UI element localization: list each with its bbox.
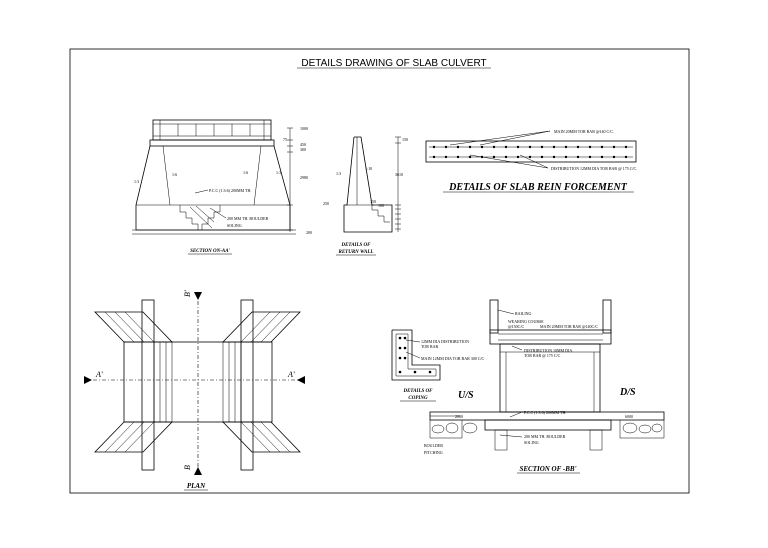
dim-300: 300 — [300, 147, 306, 152]
rw-dim-100: 100 — [378, 203, 384, 208]
wearing-label: WEARING COURSE — [508, 319, 544, 324]
slope-2: 1:6 — [172, 172, 177, 177]
coping-outline — [391, 329, 441, 381]
bb-dist-2: TOR BAR @ 175 C/C — [524, 353, 561, 358]
rw-slope-2: 1:10 — [365, 166, 372, 171]
section-bb: 2000 6000 RAILING WEARING COURSE @150C/C… — [424, 299, 665, 474]
dim-200: 200 — [306, 230, 312, 235]
plan-view: A' A' B' B PLAN — [84, 290, 305, 491]
distribution-bar-note: DISTRIBUTION 12MM DIA TOR BAR @ 175 C/C. — [551, 166, 637, 171]
dim-1000: 1000 — [300, 126, 308, 131]
coping-note-1b: TOR BAR — [421, 344, 438, 349]
sheet-border — [69, 48, 690, 494]
railing-label: RAILING — [515, 311, 532, 316]
bb-dim-right: 6000 — [625, 414, 633, 419]
us-label: U/S — [458, 390, 474, 401]
coping-note-1: 12MM DIA DISTRIBUTION — [421, 339, 469, 344]
slab-outline — [425, 140, 637, 163]
bb-dist-1: DISTRIBUTION 10MM DIA — [524, 348, 572, 353]
soling-note-1: 200 MM TH. BOULDER — [227, 216, 269, 221]
return-wall-caption-2: RETURN WALL — [339, 250, 374, 255]
slope-1: 1:3 — [134, 179, 139, 184]
bb-pitching-1: BOULDER — [424, 443, 443, 448]
plan-caption: PLAN — [187, 482, 206, 490]
bb-pitching-2: PITCHING — [424, 450, 443, 455]
rw-dim-150: 150 — [402, 137, 408, 142]
rw-dim-3610: 3610 — [395, 172, 403, 177]
slope-3: 1:6 — [243, 170, 248, 175]
rw-dim-150b: 150 — [370, 199, 376, 204]
drawing-title: DETAILS DRAWING OF SLAB CULVERT — [301, 58, 486, 69]
label-a-right: A' — [287, 370, 295, 379]
return-wall-caption-1: DETAILS OF — [340, 243, 371, 248]
return-wall-outline — [343, 136, 393, 233]
wearing-label-2: @150C/C — [508, 324, 524, 329]
rebar-dots — [432, 145, 628, 159]
boulder-pitching — [431, 422, 663, 434]
slab-reinforcement-heading: DETAILS OF SLAB REIN FORCEMENT — [448, 182, 628, 193]
dim-450: 450 — [300, 142, 306, 147]
bb-deck-slab — [489, 329, 612, 345]
coping-caption-1: DETAILS OF — [402, 389, 433, 394]
dim-2980: 2980 — [300, 175, 308, 180]
deck-slab — [152, 119, 272, 141]
dim-75: 75 — [283, 137, 287, 142]
rw-dim-250: 250 — [323, 201, 329, 206]
main-bar-note: MAIN 20MM TOR BAR @140 C/C. — [554, 129, 614, 134]
coping-detail: 12MM DIA DISTRIBUTION TOR BAR MAIN 12MM … — [391, 329, 485, 402]
section-aa: 1000 75 450 300 2980 200 1:3 1:6 1:6 1:3… — [132, 119, 312, 255]
rw-slope-1: 1:3 — [336, 171, 341, 176]
slab-reinforcement: MAIN 20MM TOR BAR @140 C/C. DISTRIBUTION… — [425, 129, 637, 193]
section-aa-caption: SECTION ON-AA' — [190, 249, 230, 254]
slope-4: 1:3 — [276, 170, 281, 175]
bb-soling-1: 200 MM TH. BOULDER — [524, 434, 566, 439]
bb-main-bar: MAIN 20MM TOR BAR @140C/C — [540, 324, 598, 329]
bb-pcc-note: P.C.C (1:3:6) 200MM TH. — [524, 410, 566, 415]
label-b-top: B' — [183, 290, 192, 297]
section-bb-caption: SECTION OF -BB' — [519, 465, 576, 473]
coping-note-2: MAIN 12MM DIA TOR BAR 300 C/C — [421, 356, 485, 361]
label-b-bottom: B — [183, 465, 192, 470]
label-a-left: A' — [95, 370, 103, 379]
pcc-note: P.C.C (1:3:6) 200MM TH. — [209, 188, 251, 193]
bb-soling-2: SOLING — [524, 440, 539, 445]
ds-label: D/S — [619, 387, 636, 398]
return-wall: 150 3610 150 100 250 1:3 1:10 DETAILS OF… — [323, 136, 408, 256]
soling-note-2: SOLING — [227, 223, 242, 228]
bb-dim-left: 2000 — [455, 414, 463, 419]
coping-caption-2: COPING — [408, 396, 428, 401]
